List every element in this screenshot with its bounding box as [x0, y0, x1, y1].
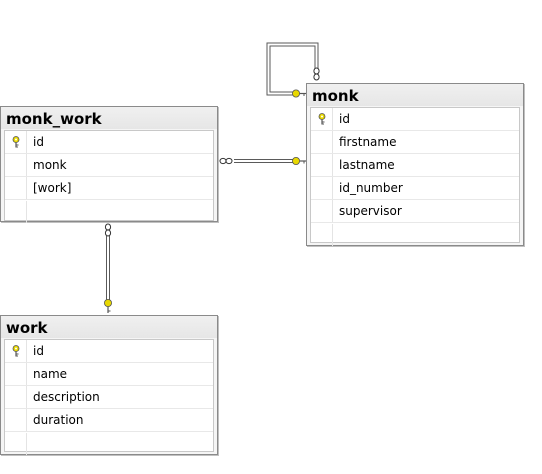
- row-selector: [311, 177, 333, 199]
- one-key-end-icon: [292, 89, 306, 98]
- empty-row: [5, 200, 213, 223]
- row-selector: [311, 223, 333, 246]
- row-selector: [5, 200, 27, 223]
- column-name: id_number: [339, 181, 403, 195]
- column-row[interactable]: id: [311, 108, 519, 131]
- row-selector: [5, 177, 27, 199]
- column-name: id: [33, 135, 44, 149]
- table-title[interactable]: work: [1, 316, 217, 338]
- column-name: id: [339, 112, 350, 126]
- key-icon: [311, 108, 333, 130]
- empty-row: [5, 432, 213, 455]
- key-icon: [5, 131, 27, 153]
- column-row[interactable]: id_number: [311, 177, 519, 200]
- row-selector: [311, 200, 333, 222]
- row-selector: [311, 131, 333, 153]
- key-icon: [5, 340, 27, 362]
- column-row[interactable]: id: [5, 131, 213, 154]
- relationship-monk_work-work[interactable]: [104, 223, 112, 313]
- row-selector: [311, 154, 333, 176]
- empty-row: [311, 223, 519, 246]
- column-name: supervisor: [339, 204, 402, 218]
- column-row[interactable]: duration: [5, 409, 213, 432]
- row-selector: [5, 154, 27, 176]
- column-grid: id firstname lastname id_number supervis…: [310, 107, 520, 246]
- row-selector: [5, 409, 27, 431]
- many-end-icon: [219, 157, 233, 165]
- column-name: name: [33, 367, 68, 381]
- one-key-end-icon: [292, 157, 306, 165]
- many-end-icon: [313, 67, 320, 81]
- column-name: lastname: [339, 158, 395, 172]
- row-selector: [5, 363, 27, 385]
- column-row[interactable]: id: [5, 340, 213, 363]
- column-row[interactable]: monk: [5, 154, 213, 177]
- table-work[interactable]: work id name description duration: [0, 315, 218, 455]
- column-row[interactable]: name: [5, 363, 213, 386]
- column-row[interactable]: supervisor: [311, 200, 519, 223]
- column-name: [work]: [33, 181, 72, 195]
- row-selector: [5, 432, 27, 455]
- column-row[interactable]: firstname: [311, 131, 519, 154]
- column-name: id: [33, 344, 44, 358]
- column-row[interactable]: [work]: [5, 177, 213, 200]
- table-monk_work[interactable]: monk_work id monk [work]: [0, 106, 218, 223]
- table-title[interactable]: monk_work: [1, 107, 217, 129]
- column-row[interactable]: lastname: [311, 154, 519, 177]
- column-name: description: [33, 390, 100, 404]
- one-key-end-icon: [104, 299, 112, 313]
- column-grid: id name description duration: [4, 339, 214, 455]
- relationship-monk-self[interactable]: [266, 42, 320, 98]
- table-title[interactable]: monk: [307, 84, 523, 106]
- relationship-monk_work-monk[interactable]: [219, 157, 306, 165]
- column-name: duration: [33, 413, 84, 427]
- many-end-icon: [104, 223, 112, 237]
- row-selector: [5, 386, 27, 408]
- column-name: firstname: [339, 135, 397, 149]
- table-monk[interactable]: monk id firstname lastname id_number: [306, 83, 524, 246]
- column-name: monk: [33, 158, 67, 172]
- column-row[interactable]: description: [5, 386, 213, 409]
- column-grid: id monk [work]: [4, 130, 214, 223]
